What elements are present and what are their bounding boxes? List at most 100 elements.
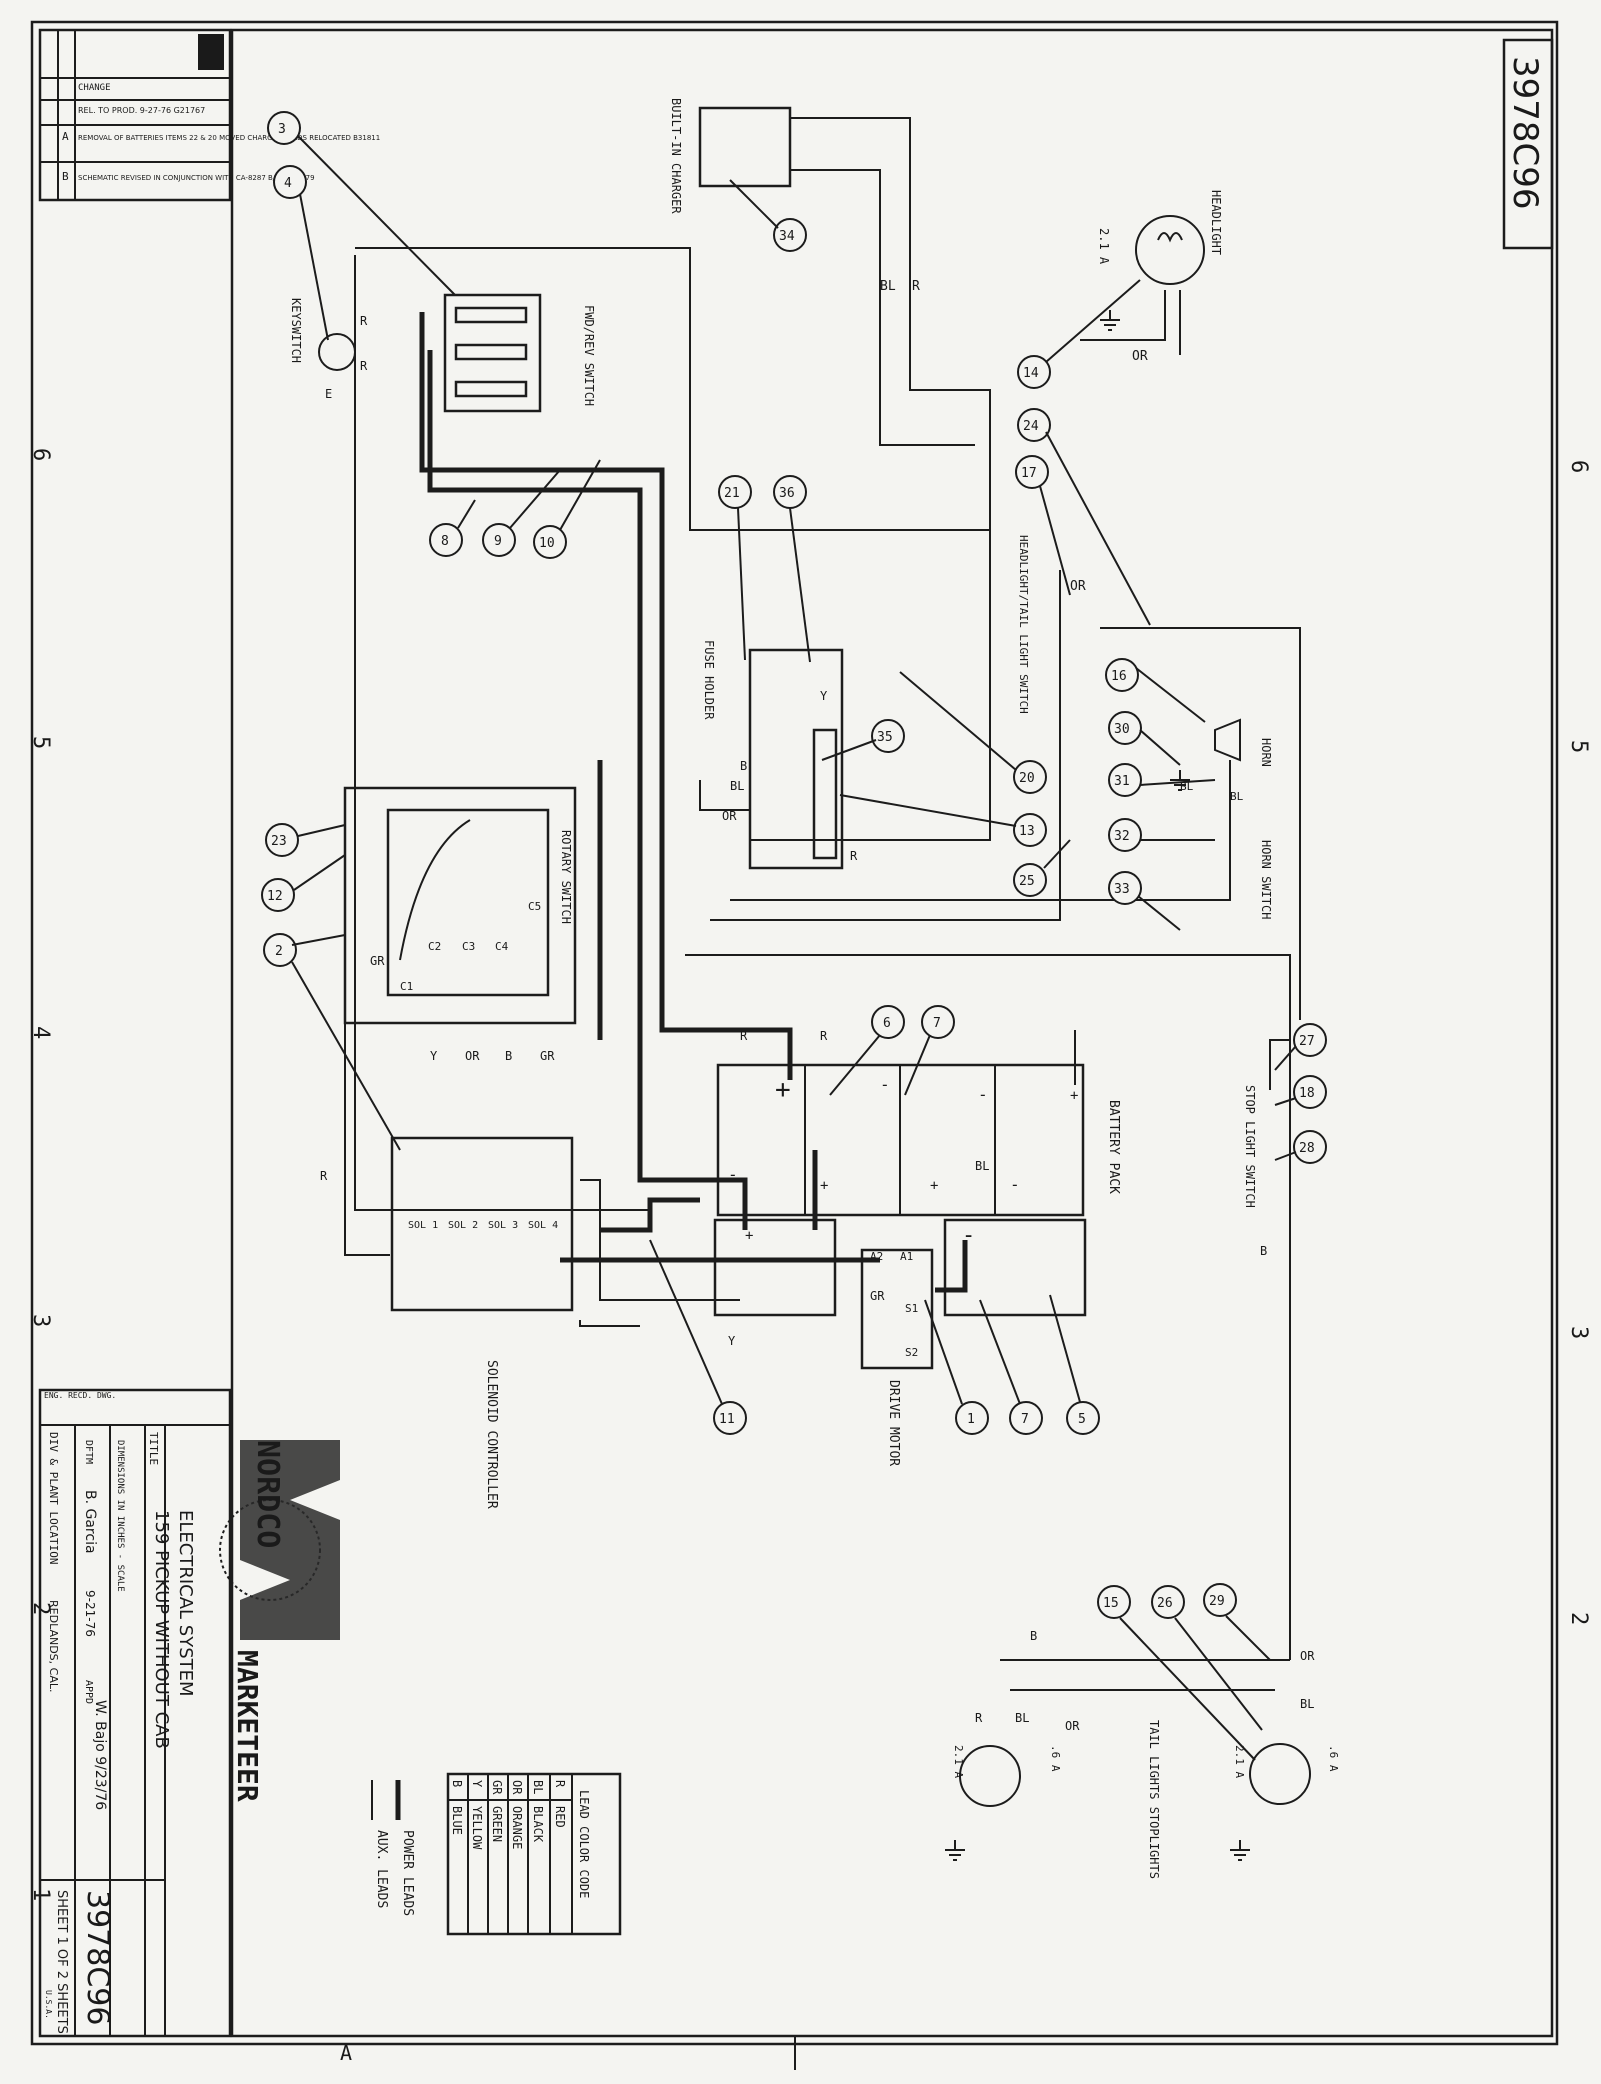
callout: 6 xyxy=(871,1005,905,1039)
callout: 31 xyxy=(1108,763,1142,797)
svg-text:2: 2 xyxy=(275,944,283,959)
location: REDLANDS, CAL. xyxy=(47,1600,60,1692)
wire-label-r-4: R xyxy=(740,1029,748,1043)
zone-number: 5 xyxy=(28,736,53,749)
code-or-name: ORANGE xyxy=(510,1806,524,1849)
callout: 25 xyxy=(1013,863,1047,897)
stop-light-switch-label: STOP LIGHT SWITCH xyxy=(1243,1085,1257,1208)
svg-text:-: - xyxy=(978,1085,988,1104)
callout: 32 xyxy=(1108,818,1142,852)
wire-label-bl-4: BL xyxy=(1300,1697,1314,1711)
rotary-switch xyxy=(386,808,550,997)
callout: 21 xyxy=(718,475,752,509)
svg-text:3: 3 xyxy=(278,122,286,137)
code-bl: BL xyxy=(531,1780,545,1794)
svg-text:6: 6 xyxy=(883,1016,891,1031)
keyswitch-symbol xyxy=(318,333,356,371)
wire-label-or-6: OR xyxy=(1065,1719,1080,1733)
headlight-rating: 2.1 A xyxy=(1097,228,1111,265)
callout: 8 xyxy=(429,523,463,557)
code-b: B xyxy=(450,1780,464,1787)
svg-text:35: 35 xyxy=(877,730,893,745)
svg-text:+: + xyxy=(820,1178,828,1194)
zone-number: 2 xyxy=(1566,1612,1591,1625)
horn-switch-label: HORN SWITCH xyxy=(1259,840,1273,919)
code-or: OR xyxy=(510,1780,524,1795)
wire-label-gr-2: GR xyxy=(370,954,385,968)
callout: 11 xyxy=(713,1401,747,1435)
callout: 36 xyxy=(773,475,807,509)
svg-text:7: 7 xyxy=(933,1016,941,1031)
code-bl-name: BLACK xyxy=(531,1806,545,1843)
svg-text:8: 8 xyxy=(441,534,449,549)
term-sol4: SOL 4 xyxy=(528,1220,558,1231)
wire-label-or-5: OR xyxy=(1300,1649,1315,1663)
svg-text:+: + xyxy=(1070,1088,1078,1104)
wire-label-or-2: OR xyxy=(1070,579,1086,594)
svg-text:-: - xyxy=(728,1165,738,1184)
svg-text:36: 36 xyxy=(779,486,795,501)
dftm-signature: B. Garcia xyxy=(82,1490,98,1554)
zone-markers: 6 5 4 3 2 1 6 5 3 2 A xyxy=(28,448,1591,2070)
svg-text:18: 18 xyxy=(1299,1086,1315,1101)
svg-text:31: 31 xyxy=(1114,774,1130,789)
wire-label-y-2: Y xyxy=(430,1049,438,1063)
callout: 34 xyxy=(773,218,807,252)
callout: 10 xyxy=(533,525,567,559)
callout: 28 xyxy=(1293,1130,1327,1164)
wire-label-bl-3: BL xyxy=(975,1159,989,1173)
headlight-bulb xyxy=(1135,215,1205,285)
callout: 2 xyxy=(263,933,297,967)
leader-lines xyxy=(291,135,1297,1761)
wires xyxy=(344,117,1301,1691)
svg-text:11: 11 xyxy=(719,1412,735,1427)
callout: 27 xyxy=(1293,1023,1327,1057)
callout: 7 xyxy=(1009,1401,1043,1435)
callout: 13 xyxy=(1013,813,1047,847)
svg-text:7: 7 xyxy=(1021,1412,1029,1427)
svg-text:27: 27 xyxy=(1299,1034,1315,1049)
nordco-logo: NORDCO MARKETEER xyxy=(219,1440,340,1802)
revision-row-2: REMOVAL OF BATTERIES ITEMS 22 & 20 MOVED… xyxy=(78,134,380,142)
zone-number: 3 xyxy=(28,1314,53,1327)
solenoid-controller-label: SOLENOID CONTROLLER xyxy=(484,1360,499,1509)
callouts: 3 4 34 14 24 17 8 9 10 21 36 35 20 13 25… xyxy=(261,111,1327,1619)
dftm-date: 9-21-76 xyxy=(83,1590,97,1637)
term-s1: S1 xyxy=(905,1302,918,1315)
term-c4: C4 xyxy=(495,940,509,953)
wire-label-gr: GR xyxy=(540,1049,555,1063)
appd-signature: W. Bajo 9/23/76 xyxy=(92,1700,108,1810)
svg-text:5: 5 xyxy=(1078,1412,1086,1427)
revision-block: CHANGE REL. TO PROD. 9-27-76 G21767 A RE… xyxy=(38,28,380,202)
eng-drawing-label: ENG. RECD. DWG. xyxy=(44,1391,116,1400)
wire-label-bl-2: BL xyxy=(730,779,744,793)
term-c5: C5 xyxy=(528,900,541,913)
svg-text:-: - xyxy=(880,1075,890,1094)
svg-text:29: 29 xyxy=(1209,1594,1225,1609)
svg-text:26: 26 xyxy=(1157,1596,1173,1611)
svg-text:+: + xyxy=(745,1228,753,1244)
callout: 35 xyxy=(871,719,905,753)
title-line-2: 159 PICKUP WITHOUT CAB xyxy=(151,1510,172,1749)
wire-label-r-8: R xyxy=(360,314,368,328)
wire-label-bl: BL xyxy=(880,279,896,294)
wire-label-y: Y xyxy=(820,689,828,703)
wire-label-y-3: Y xyxy=(728,1334,736,1348)
tail-right-bottom-rating: 2.1 A xyxy=(1233,1745,1246,1778)
callout: 16 xyxy=(1105,658,1139,692)
callout: 29 xyxy=(1203,1583,1237,1617)
brand-name-top: NORDCO xyxy=(250,1440,285,1548)
wire-label-r-6: R xyxy=(975,1711,983,1725)
svg-text:14: 14 xyxy=(1023,366,1039,381)
wire-label-gr-3: GR xyxy=(870,1289,885,1303)
svg-text:-: - xyxy=(962,1223,975,1248)
appd-label: APPD xyxy=(83,1680,94,1704)
svg-text:+: + xyxy=(930,1178,938,1194)
svg-text:30: 30 xyxy=(1114,722,1130,737)
wire-label-b-2: B xyxy=(505,1049,512,1063)
svg-text:21: 21 xyxy=(724,486,740,501)
tail-left-bottom-rating: 2.1 A xyxy=(952,1745,965,1778)
callout: 9 xyxy=(482,523,516,557)
term-sol2: SOL 2 xyxy=(448,1220,478,1231)
revision-row-3: SCHEMATIC REVISED IN CONJUNCTION WITH CA… xyxy=(78,174,315,182)
